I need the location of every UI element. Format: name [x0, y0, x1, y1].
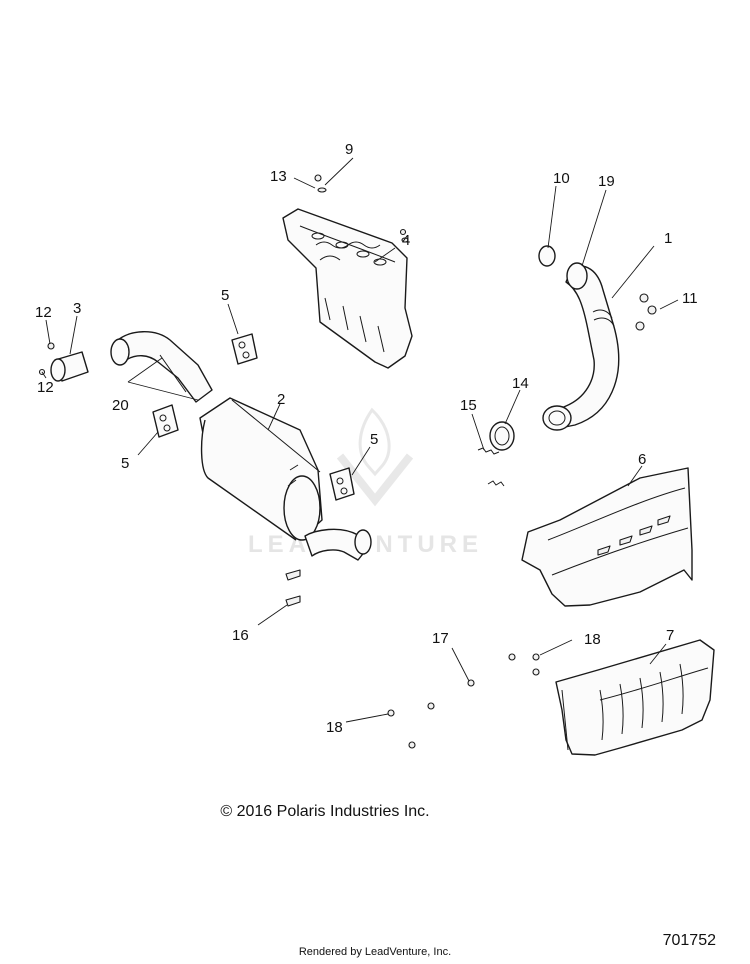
callout-11: 9 — [345, 141, 353, 158]
callout-8: 10 — [553, 170, 570, 187]
callout-18-right: 18 — [584, 631, 601, 648]
callout-12: 12 — [37, 379, 54, 396]
callout-19: 19 — [598, 173, 615, 190]
leader-lines — [41, 157, 679, 723]
heat-shield-mid — [521, 467, 693, 607]
diagram-number: 701752 — [662, 932, 716, 949]
callout-5-right: 5 — [370, 431, 378, 448]
tailpipe-tip — [38, 342, 89, 382]
callout-9: 11 — [682, 290, 698, 307]
callout-16: 16 — [232, 627, 249, 644]
isolators-5 — [152, 333, 355, 501]
callout-14: 14 — [512, 375, 529, 392]
callout-15: 15 — [460, 397, 477, 414]
callout-20: 20 — [112, 397, 129, 414]
callout-2: 2 — [277, 391, 285, 408]
springs-15 — [477, 447, 505, 487]
callout-10: 12 — [35, 304, 52, 321]
callout-1: 1 — [664, 230, 672, 247]
rendered-by-credit: Rendered by LeadVenture, Inc. — [298, 946, 452, 958]
bolts-9 — [635, 293, 657, 331]
gasket-8 — [538, 245, 556, 267]
callouts: 9 13 4 10 19 1 11 12 3 12 5 20 2 5 5 15 … — [35, 141, 698, 736]
callout-13: 13 — [270, 168, 287, 185]
copyright-notice: © 2016 Polaris Industries Inc. — [220, 803, 430, 820]
heat-shield-lower — [555, 639, 715, 756]
callout-17: 17 — [432, 630, 449, 647]
callout-7: 7 — [666, 627, 674, 644]
callout-3: 3 — [73, 300, 81, 317]
callout-18-left: 18 — [326, 719, 343, 736]
callout-6: 6 — [638, 451, 646, 468]
callout-4: 4 — [402, 232, 410, 249]
callout-5-left: 5 — [121, 455, 129, 472]
heat-shield-upper — [282, 208, 413, 369]
muffler-assembly — [110, 331, 372, 561]
exhaust-head-pipe — [542, 262, 620, 431]
fasteners — [285, 174, 540, 749]
callout-5-top: 5 — [221, 287, 229, 304]
clamp-14 — [489, 421, 515, 451]
